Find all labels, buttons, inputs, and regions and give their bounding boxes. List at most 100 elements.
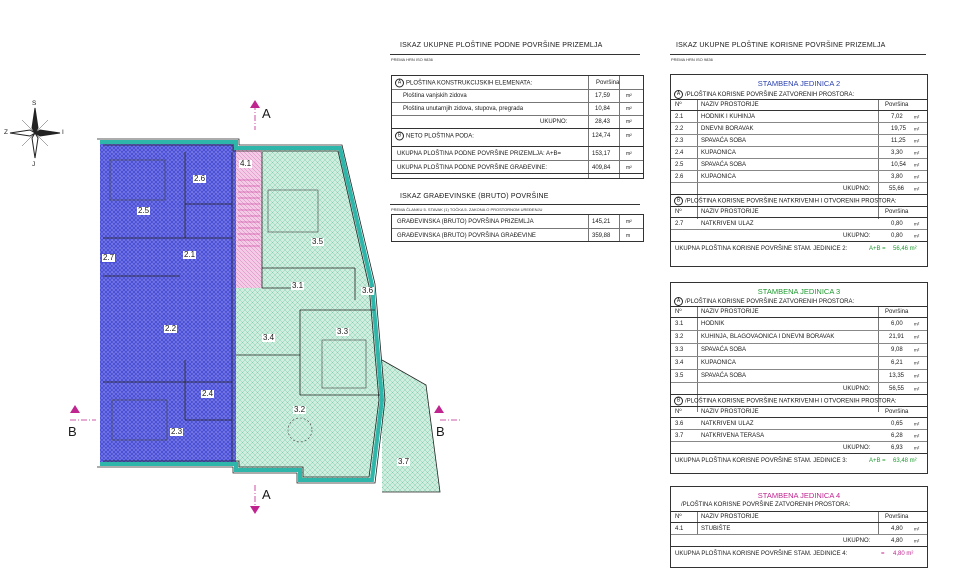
ukupno-label: UKUPNO: [843, 185, 871, 192]
row-name: HODNIK I KUHINJA [701, 113, 756, 120]
row-name: SPAVAĆA SOBA [701, 137, 747, 144]
total-floor-area-table: UKUPNA PLOŠTINA PODNE POVRŠINE PRIZEMLJA… [391, 146, 644, 174]
row-value: 3,30 [891, 149, 903, 156]
row-value: 17,59 [595, 93, 611, 99]
row-value: 145,21 [592, 218, 611, 225]
row-no: 2.1 [675, 113, 684, 120]
section-subtitle: PREMA HRN ISO 9836 [671, 57, 713, 62]
row-name: NATKRIVENA TERASA [701, 432, 765, 439]
row-unit: m² [626, 218, 632, 225]
row-name: UKUPNA PLOŠTINA PODNE POVRŠINE GRAĐEVINE… [397, 164, 548, 171]
unit-heading: STAMBENA JEDINICA 4 [757, 491, 841, 500]
row-name: SPAVAĆA SOBA [701, 373, 747, 379]
row-no: 3.3 [675, 347, 684, 353]
circle-a-icon: A [674, 297, 683, 306]
col-area: Površina [885, 209, 909, 215]
room-label: 3.4 [262, 333, 276, 342]
unit-heading: STAMBENA JEDINICA 3 [757, 287, 841, 296]
row-name: GRAĐEVINSKA (BRUTO) POVRŠINA GRAĐEVINE [397, 232, 536, 239]
room-label: 3.5 [311, 237, 325, 246]
row-no: 2.4 [675, 149, 684, 156]
col-name: NAZIV PROSTORIJE [701, 309, 759, 315]
neto-value: 124,74 [592, 132, 611, 139]
sum-label: UKUPNA PLOŠTINA KORISNE POVRŠINE STAM. J… [675, 246, 848, 252]
col-no: Nº [675, 409, 682, 415]
compass-east: I [62, 129, 64, 136]
area-column-header: Površina [596, 79, 620, 86]
ukupno-label: UKUPNO: [843, 232, 871, 239]
row-value: 6,28 [891, 432, 903, 439]
a-title: A/PLOŠTINA KORISNE POVRŠINE ZATVORENIH P… [674, 90, 854, 99]
compass-south: J [32, 161, 36, 168]
col-name: NAZIV PROSTORIJE [701, 409, 759, 415]
col-no: Nº [675, 309, 682, 315]
row-name: DNEVNI BORAVAK [701, 125, 754, 132]
unit-4-table: STAMBENA JEDINICA 4 /PLOŠTINA KORISNE PO… [670, 486, 928, 568]
ukupno-value: 0,80 [891, 232, 903, 239]
floor-plan-drawing [9, 100, 460, 514]
row-value: 153,17 [592, 150, 611, 157]
ukupno-value: 56,55 [889, 385, 905, 392]
ukupno-value: 55,66 [889, 185, 905, 192]
row-value: 10,54 [891, 161, 907, 168]
sum-label: UKUPNA PLOŠTINA KORISNE POVRŠINE STAM. J… [675, 551, 848, 557]
row-value: 6,00 [891, 321, 903, 327]
row-value: 13,35 [889, 373, 905, 379]
row-name: KUPAONICA [701, 360, 736, 366]
sum-formula: A+B = [869, 458, 886, 464]
row-unit: m² [626, 106, 632, 112]
section-title-2: ISKAZ GRAĐEVINSKE (BRUTO) POVRŠINE [400, 193, 549, 200]
compass-west: Z [4, 129, 8, 136]
room-label: 3.6 [361, 286, 375, 295]
sum-formula: = [881, 551, 885, 557]
section-underline-2 [390, 204, 640, 205]
row-value: 6,21 [891, 360, 903, 366]
row-value: 4,80 [891, 525, 903, 532]
row-value: 409,84 [592, 164, 611, 171]
row-name: Ploština vanjskih zidova [403, 93, 467, 99]
room-label: 3.2 [293, 405, 307, 414]
row-no: 3.7 [675, 432, 684, 439]
row-name: STUBIŠTE [701, 525, 731, 532]
room-label: 2.7 [101, 253, 117, 263]
row-unit: m² [626, 164, 632, 171]
ukupno-label: UKUPNO: [843, 444, 871, 451]
sum-value: 63,48 m² [893, 458, 917, 464]
section-underline [390, 54, 640, 55]
row-value: 19,75 [891, 125, 907, 132]
row-value: 10,84 [595, 106, 611, 112]
row-no: 3.5 [675, 373, 684, 379]
room-label: 2.1 [183, 250, 197, 259]
row-value: 21,91 [889, 334, 905, 340]
room-label: 3.1 [291, 281, 305, 290]
ukupno-value: 4,80 [891, 537, 903, 544]
room-label: 2.6 [193, 174, 207, 183]
row-value: 0,80 [891, 220, 903, 227]
row-no: 2.5 [675, 161, 684, 168]
room-label: 2.2 [164, 324, 178, 333]
circle-a-icon: A [674, 90, 683, 99]
row-name: UKUPNA PLOŠTINA PODNE POVRŠINE PRIZEMLJA… [397, 150, 562, 157]
row-value: 0,65 [891, 420, 903, 427]
row-unit: m [626, 232, 631, 239]
row-name: NATKRIVENI ULAZ [701, 420, 754, 427]
sum-label: UKUPNA PLOŠTINA KORISNE POVRŠINE STAM. J… [675, 458, 848, 464]
row-no: 2.7 [675, 220, 684, 227]
ukupno-value: 28,43 [595, 119, 611, 125]
compass-icon [9, 107, 61, 159]
section-subtitle: PREMA HRN ISO 9836 [391, 57, 433, 62]
row-no: 3.6 [675, 420, 684, 427]
sum-value: 4,80 m² [893, 551, 914, 557]
room-label: 2.5 [137, 206, 151, 215]
row-no: 2.3 [675, 137, 684, 144]
col-name: NAZIV PROSTORIJE [701, 514, 759, 520]
section-b-right: B [436, 424, 445, 439]
row-name: NATKRIVENI ULAZ [701, 220, 754, 227]
unit-2-table: STAMBENA JEDINICA 2 A/PLOŠTINA KORISNE P… [670, 74, 928, 267]
row-unit: m² [626, 93, 632, 99]
row-name: HODNIK [701, 321, 725, 327]
ukupno-label: UKUPNO: [540, 119, 568, 125]
col-no: Nº [675, 102, 682, 108]
row-name: SPAVAĆA SOBA [701, 347, 747, 353]
